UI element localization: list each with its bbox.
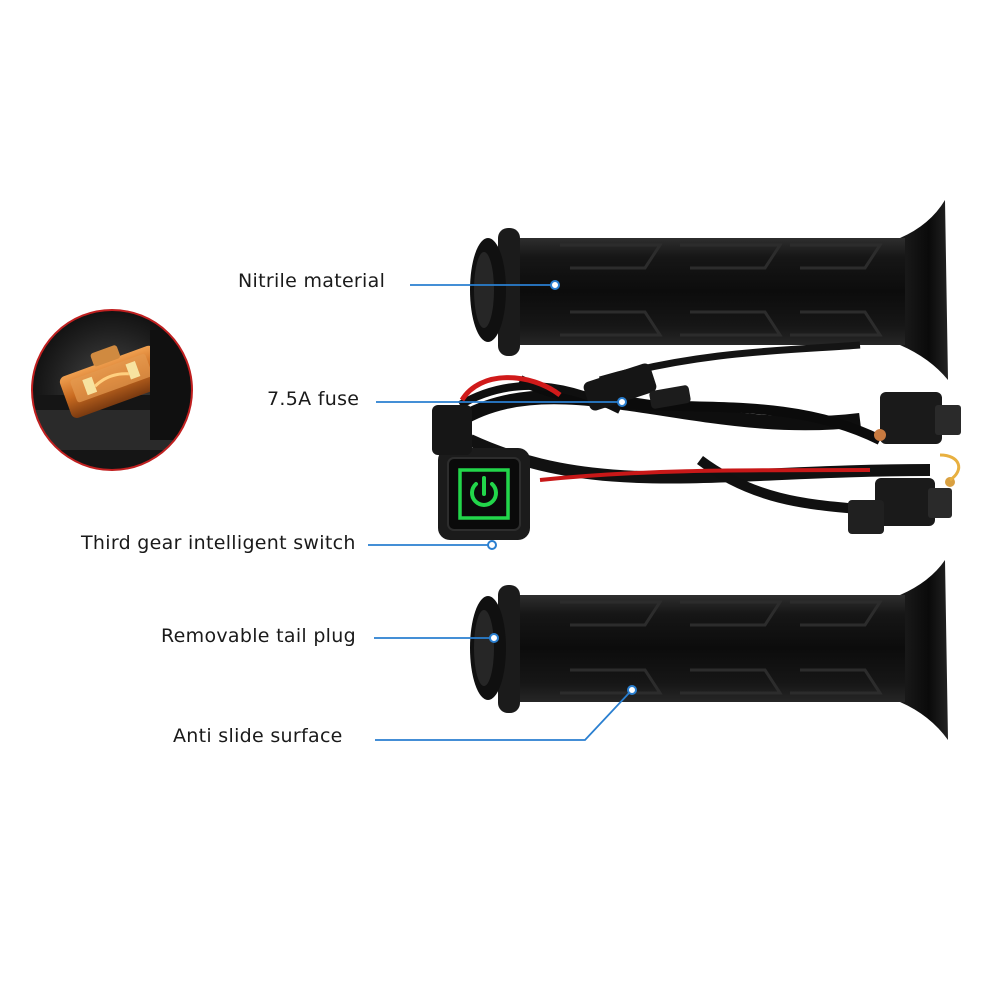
- fuse-closeup-inset: [31, 309, 193, 471]
- top-grip: [470, 200, 948, 380]
- callout-line-surface: [375, 691, 631, 741]
- bottom-grip: [470, 560, 948, 740]
- intelligent-switch: [432, 405, 530, 540]
- wiring-harness: [456, 341, 961, 534]
- callout-label-nitrile-material: Nitrile material: [238, 270, 386, 292]
- callout-label-fuse: 7.5A fuse: [267, 388, 360, 410]
- callout-label-switch: Third gear intelligent switch: [81, 532, 356, 554]
- callout-label-anti-slide-surface: Anti slide surface: [173, 725, 343, 747]
- callout-label-tail-plug: Removable tail plug: [161, 625, 356, 647]
- callout-lines: [368, 284, 631, 741]
- callout-dots: [487, 280, 637, 695]
